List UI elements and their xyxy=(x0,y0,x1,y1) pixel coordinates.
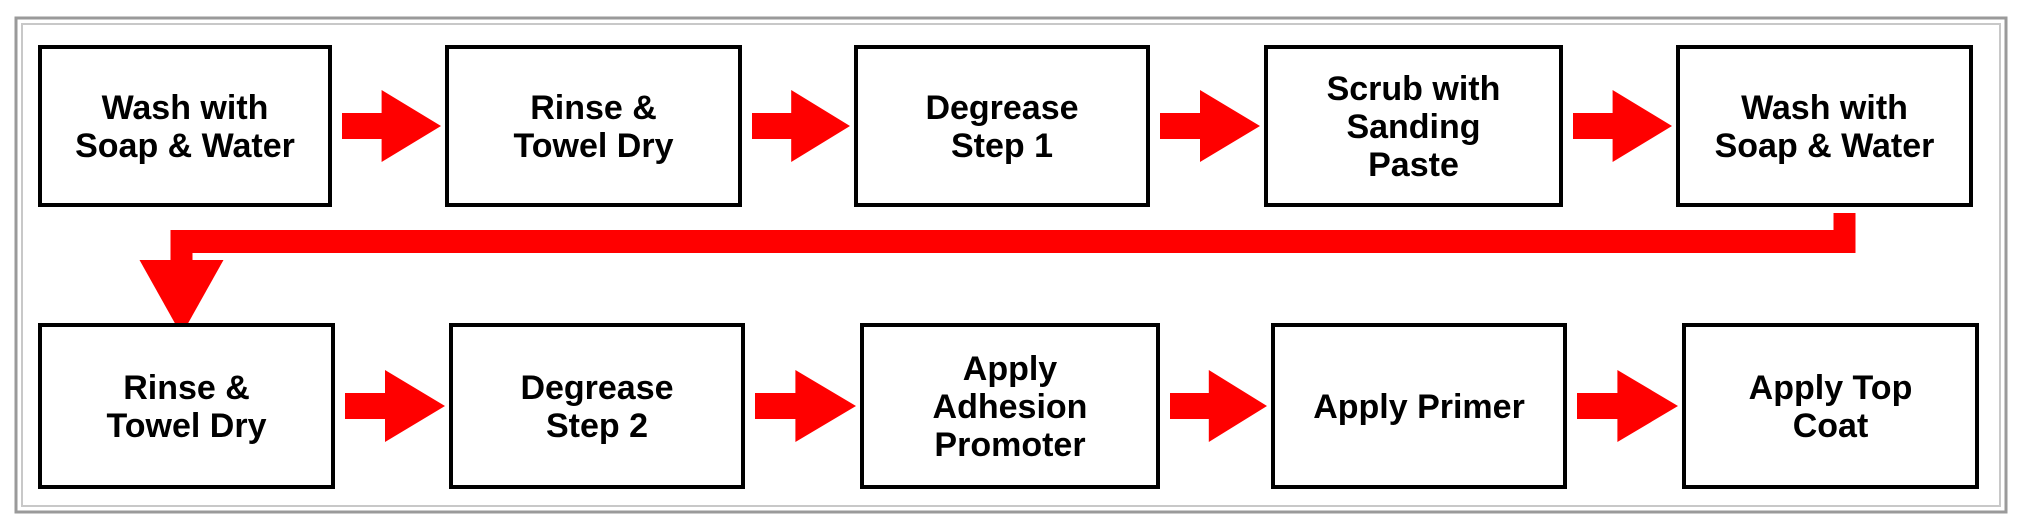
wrap-connector-arrowhead xyxy=(139,260,224,335)
flow-arrow xyxy=(1160,90,1260,162)
step-label-line: Sanding xyxy=(1346,108,1480,146)
step-box: Apply Primer xyxy=(1271,323,1567,489)
flow-arrow xyxy=(342,90,441,162)
step-box-border xyxy=(38,323,335,489)
step-box-border xyxy=(1264,45,1563,207)
step-box-border xyxy=(445,45,742,207)
step-label-line: Adhesion xyxy=(933,388,1088,426)
step-box: Rinse &Towel Dry xyxy=(445,45,742,207)
step-label-line: Step 2 xyxy=(546,407,648,445)
step-label-line: Soap & Water xyxy=(75,127,295,165)
step-label-line: Towel Dry xyxy=(514,127,674,165)
step-label-line: Paste xyxy=(1368,146,1459,184)
step-label-line: Apply xyxy=(963,350,1058,388)
step-label-line: Coat xyxy=(1793,407,1869,445)
step-label-line: Apply Primer xyxy=(1313,388,1525,426)
flow-arrow xyxy=(1170,370,1267,442)
step-label-line: Degrease xyxy=(925,89,1078,127)
step-label-line: Degrease xyxy=(520,369,673,407)
flow-arrow xyxy=(752,90,850,162)
frame-outer-border xyxy=(14,16,2008,514)
step-label-line: Wash with xyxy=(1741,89,1908,127)
step-label-line: Towel Dry xyxy=(107,407,267,445)
step-box-border xyxy=(854,45,1150,207)
step-box-border xyxy=(1682,323,1979,489)
flow-arrow xyxy=(345,370,445,442)
step-label-line: Step 1 xyxy=(951,127,1053,165)
diagram-frame xyxy=(14,16,2008,514)
flow-arrow xyxy=(1577,370,1678,442)
step-box: Rinse &Towel Dry xyxy=(38,323,335,489)
flow-arrow xyxy=(1573,90,1672,162)
step-label-line: Rinse & xyxy=(530,89,657,127)
step-box-border xyxy=(1676,45,1973,207)
step-label-line: Promoter xyxy=(934,426,1085,464)
frame-inner-border xyxy=(21,23,2001,507)
step-box-border xyxy=(860,323,1160,489)
wrap-connector-stem xyxy=(170,230,193,260)
wrap-connector-bar xyxy=(170,230,1856,253)
step-label-line: Soap & Water xyxy=(1715,127,1935,165)
step-label-line: Wash with xyxy=(102,89,269,127)
step-label-line: Apply Top xyxy=(1749,369,1913,407)
step-label-line: Scrub with xyxy=(1327,70,1501,108)
step-label-line: Rinse & xyxy=(123,369,250,407)
step-box-border xyxy=(38,45,332,207)
step-box-border xyxy=(1271,323,1567,489)
step-box-border xyxy=(449,323,745,489)
flow-arrow xyxy=(755,370,856,442)
connectors xyxy=(139,90,1856,442)
